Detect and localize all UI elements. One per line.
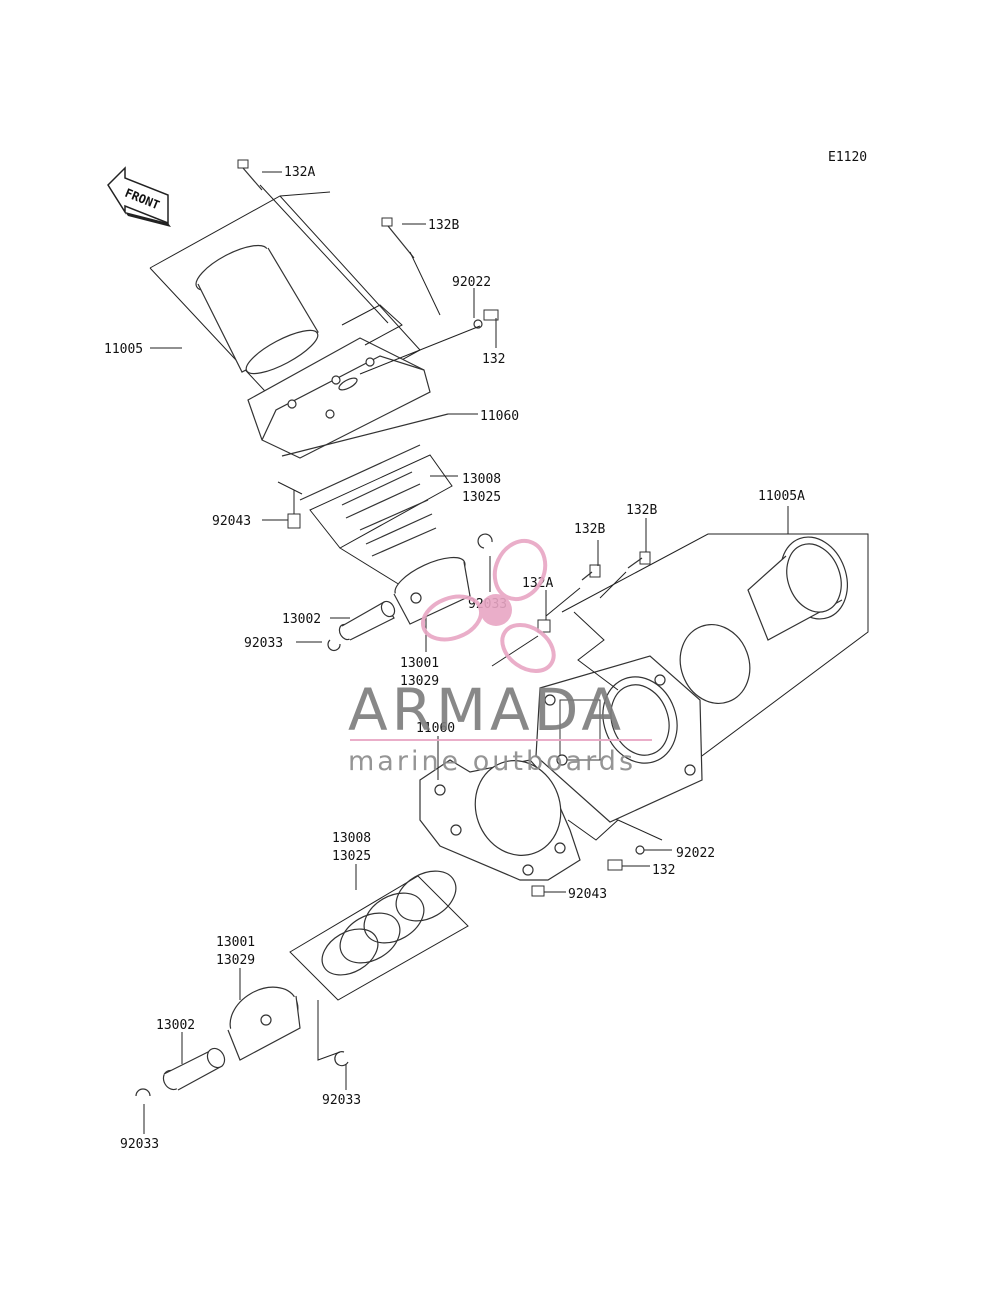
callout-13001-top: 13001 [400,656,439,671]
callout-92033-bottom-left: 92033 [120,1137,159,1152]
leader-lines [143,171,789,1134]
dowel-92043-lower [531,885,545,897]
callout-11005A: 11005A [758,489,805,504]
front-arrow-icon: FRONT [107,166,171,227]
top-cylinder-assembly [149,159,499,652]
piston-rings-lower [321,870,457,976]
callout-13002-bottom: 13002 [156,1018,195,1033]
piston-top [393,556,471,625]
callout-132B-top: 132B [428,218,459,233]
base-gasket-lower [419,759,581,881]
callout-11060-top: 11060 [480,409,519,424]
callout-92043-mid: 92043 [568,887,607,902]
callout-11060-mid: 11060 [416,721,455,736]
watermark-tagline: marine outboards [348,746,636,777]
callout-13025-top: 13025 [462,490,501,505]
callout-132A-top: 132A [284,165,315,180]
callout-11005: 11005 [104,342,143,357]
armada-watermark: ARMADA marine outboards [348,538,652,777]
callout-13002-top: 13002 [282,612,321,627]
cylinder-sleeve-lower [679,536,848,704]
washer-92022-lower [635,845,645,855]
bolt-132A-lower [491,619,551,667]
piston-lower [227,986,301,1061]
callout-13029-top: 13029 [400,674,439,689]
callout-13029-bottom: 13029 [216,953,255,968]
bolt-132-top [359,309,499,375]
callout-13008-bottom: 13008 [332,831,371,846]
dowel-92043-top [277,481,303,529]
bolt-132A-top [237,159,389,324]
propeller-logo-icon [420,538,556,673]
lower-cylinder-assembly [135,533,869,1097]
callout-132-mid: 132 [652,863,675,878]
callout-92022-top: 92022 [452,275,491,290]
callout-labels: 132A 132B 92022 132 11005 11060 13008 13… [104,165,805,1152]
bolt-132B-lower-2 [599,551,651,599]
cylinder-sleeve-top [195,244,319,375]
bolt-132B-top [381,217,441,316]
callout-132B-mid-2: 132B [626,503,657,518]
piston-pin-top [338,600,396,641]
piston-pin-lower [162,1047,226,1091]
callout-132B-mid-1: 132B [574,522,605,537]
callout-92022-mid: 92022 [676,846,715,861]
bolt-132B-lower-1 [545,564,601,617]
piston-rings-top [341,471,437,557]
callout-132-top: 132 [482,352,505,367]
watermark-brand: ARMADA [348,676,625,744]
callout-13025-bottom: 13025 [332,849,371,864]
bolt-132-lower [607,859,623,871]
cylinder-block-top [247,337,431,459]
callout-92033-top-left: 92033 [244,636,283,651]
callout-13008-top: 13008 [462,472,501,487]
diagram-code: E1120 [828,150,867,165]
callout-13001-bottom: 13001 [216,935,255,950]
callout-92033-bottom-right: 92033 [322,1093,361,1108]
callout-92043-top: 92043 [212,514,251,529]
